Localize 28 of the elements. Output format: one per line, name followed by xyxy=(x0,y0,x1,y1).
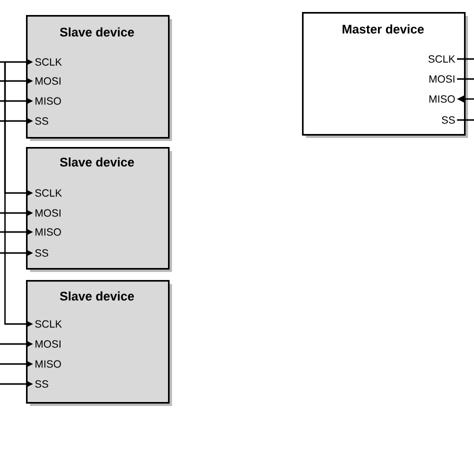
pin-label: SCLK xyxy=(35,189,62,197)
pin-label: MISO xyxy=(36,228,61,236)
arrow xyxy=(0,360,33,368)
arrow xyxy=(0,228,33,236)
pin-label: SCLK xyxy=(35,58,62,66)
pin-label: MISO xyxy=(429,95,455,103)
pin-label: MOSI xyxy=(429,75,454,83)
pin-label: SS xyxy=(35,249,48,257)
pin-label: SCLK xyxy=(35,320,62,328)
arrow xyxy=(0,58,33,66)
arrow xyxy=(0,380,33,388)
arrow xyxy=(0,210,33,216)
pin-label: MOSI xyxy=(36,209,60,217)
pin-label: MISO xyxy=(36,360,61,368)
pin-label: MOSI xyxy=(36,77,60,85)
arrow xyxy=(0,118,33,124)
pin-label: SS xyxy=(35,117,48,125)
arrow xyxy=(0,340,33,348)
pin-label: SS xyxy=(442,116,455,124)
arrow xyxy=(0,78,33,84)
pin-label: SCLK xyxy=(428,55,456,63)
pin-label: MISO xyxy=(36,97,61,105)
arrow xyxy=(0,250,33,256)
pin-label: MOSI xyxy=(36,340,60,348)
pin-label: SS xyxy=(35,380,48,388)
arrow xyxy=(457,96,474,102)
arrow xyxy=(0,98,33,104)
arrow xyxy=(4,62,33,328)
